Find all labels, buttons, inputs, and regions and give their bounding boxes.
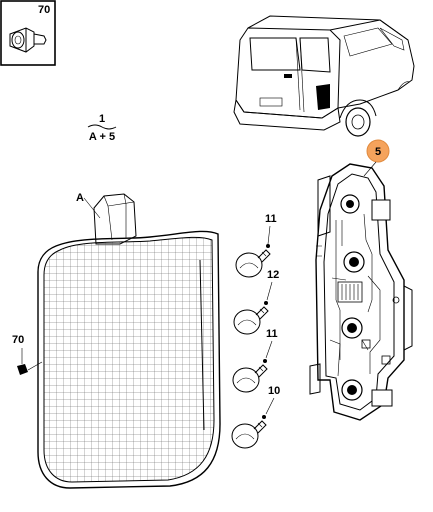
clip-callout: 70 — [12, 334, 43, 375]
bulb-icon — [233, 301, 269, 335]
callout-bulb-4: 10 — [268, 385, 280, 397]
callout-housing: 5 — [375, 146, 381, 158]
highlight-marker — [366, 139, 390, 163]
inset-label: 70 — [38, 4, 50, 16]
inset-box: 70 — [0, 0, 56, 66]
callout-bulb-2: 12 — [267, 269, 279, 281]
bulb-icon — [231, 415, 267, 449]
callout-clip: 70 — [12, 334, 24, 346]
set-label: 1 A + 5 — [87, 113, 117, 143]
clip-nut-icon-small — [17, 364, 28, 375]
bulb-icon — [235, 244, 271, 278]
bulb-icon — [232, 359, 268, 393]
set-formula: A + 5 — [89, 131, 115, 143]
callout-bulb-1: 11 — [265, 213, 277, 225]
clip-nut-icon — [9, 27, 47, 53]
lamp-lens: A — [37, 192, 221, 489]
callout-bulb-3: 11 — [266, 328, 278, 340]
van-illustration — [233, 15, 415, 137]
bulb-set: 11 12 11 10 — [231, 213, 280, 449]
callout-lens: A — [76, 192, 84, 204]
set-number: 1 — [99, 113, 105, 125]
rear-lamp-highlight — [316, 84, 330, 110]
lamp-housing: 5 — [309, 139, 413, 421]
